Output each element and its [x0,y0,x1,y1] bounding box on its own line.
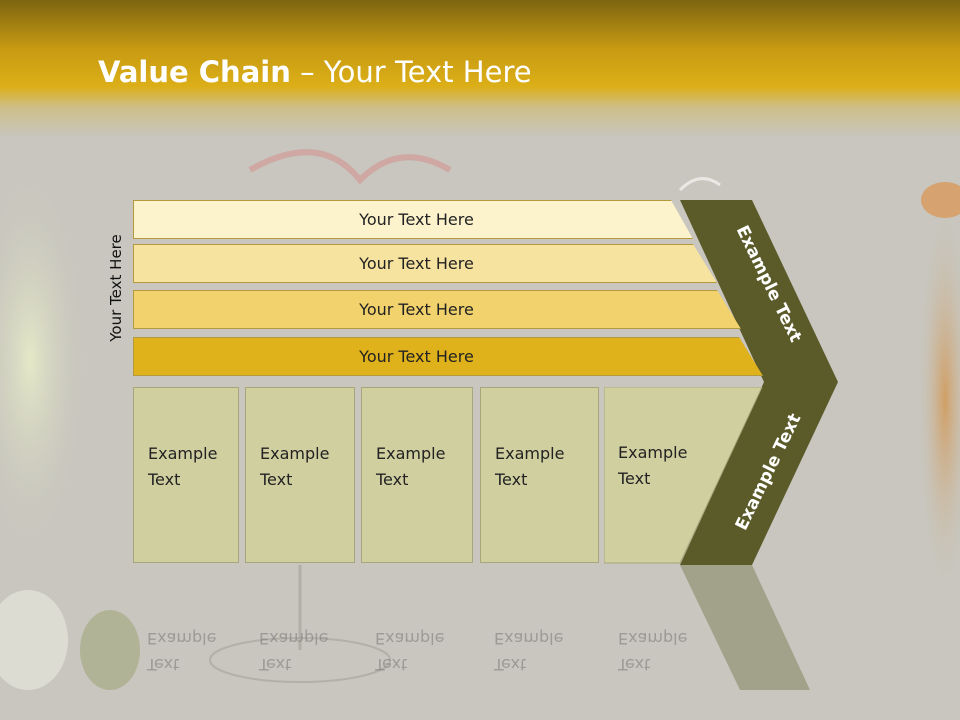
column-1-line1: Example [148,444,218,463]
bar-4-label: Your Text Here [359,347,474,366]
bar-1-label: Your Text Here [359,210,474,229]
column-4-line2: Text [495,470,528,489]
bar-3: Your Text Here [133,290,741,329]
bar-2-label: Your Text Here [359,254,474,273]
column-2-line2: Text [260,470,293,489]
column-3: Example Text [361,387,473,563]
column-5-line2: Text [618,469,651,488]
column-2-line1: Example [260,444,330,463]
column-5-line1: Example [618,443,688,462]
bar-4: Your Text Here [133,337,763,376]
title-bold: Value Chain [98,55,291,89]
column-3-line2: Text [376,470,409,489]
column-4-line1: Example [495,444,565,463]
slide-title: Value Chain – Your Text Here [98,55,532,89]
bar-3-label: Your Text Here [359,300,474,319]
column-3-line1: Example [376,444,446,463]
bar-1: Your Text Here [133,200,693,239]
bar-2: Your Text Here [133,244,717,283]
column-1: Example Text [133,387,239,563]
column-1-line2: Text [148,470,181,489]
column-4: Example Text [480,387,599,563]
column-2: Example Text [245,387,355,563]
title-rest: – Your Text Here [290,55,532,89]
column-5: Example Text [604,387,724,563]
column-5-shape [604,387,763,564]
vertical-axis-label: Your Text Here [107,234,125,342]
